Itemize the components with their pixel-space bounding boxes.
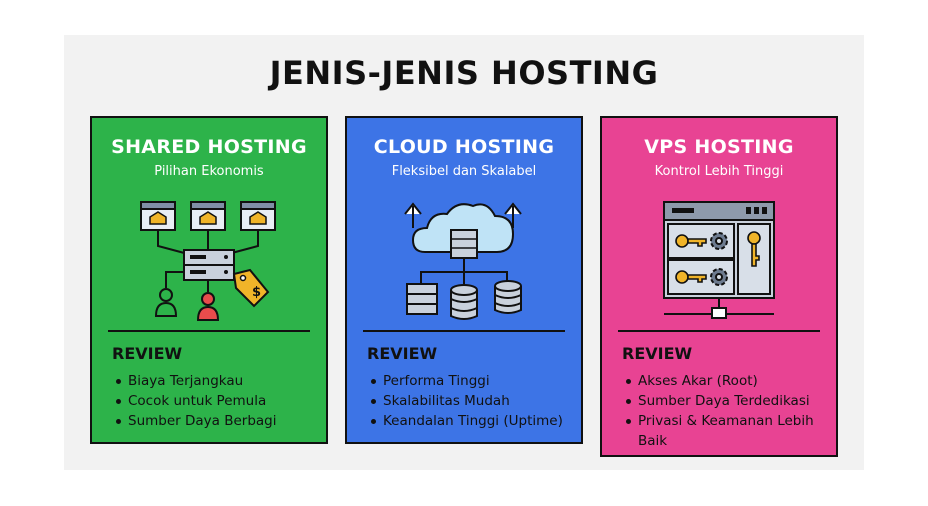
list-item: Skalabilitas Mudah [371, 391, 571, 411]
list-item: Akses Akar (Root) [626, 371, 826, 391]
review-list: Biaya Terjangkau Cocok untuk Pemula Sumb… [116, 371, 316, 431]
svg-text:$: $ [252, 285, 261, 300]
card-title: CLOUD HOSTING [373, 136, 555, 158]
list-item: Cocok untuk Pemula [116, 391, 316, 411]
list-item: Performa Tinggi [371, 371, 571, 391]
card-title: VPS HOSTING [644, 136, 794, 158]
review-list: Akses Akar (Root) Sumber Daya Terdedikas… [626, 371, 826, 451]
list-item: Keandalan Tinggi (Uptime) [371, 411, 571, 431]
card-subtitle: Kontrol Lebih Tinggi [654, 164, 784, 179]
vps-server-keys-icon [663, 201, 775, 319]
divider [363, 330, 565, 332]
list-item: Biaya Terjangkau [116, 371, 316, 391]
card-title: SHARED HOSTING [111, 136, 307, 158]
divider [618, 330, 820, 332]
list-item: Privasi & Keamanan Lebih Baik [626, 411, 826, 451]
review-heading: REVIEW [112, 344, 183, 363]
card-cloud-hosting: CLOUD HOSTING Fleksibel dan Skalabel [345, 116, 583, 444]
card-subtitle: Fleksibel dan Skalabel [391, 164, 537, 179]
card-subtitle: Pilihan Ekonomis [154, 164, 264, 179]
page-title: JENIS-JENIS HOSTING [269, 54, 659, 92]
list-item: Sumber Daya Berbagi [116, 411, 316, 431]
cloud-server-icon [404, 202, 522, 320]
list-item: Sumber Daya Terdedikasi [626, 391, 826, 411]
review-heading: REVIEW [622, 344, 693, 363]
shared-server-users-icon: $ [140, 201, 276, 321]
review-list: Performa Tinggi Skalabilitas Mudah Keand… [371, 371, 571, 431]
card-shared-hosting: SHARED HOSTING Pilihan Ekonomis [90, 116, 328, 444]
review-heading: REVIEW [367, 344, 438, 363]
card-vps-hosting: VPS HOSTING Kontrol Lebih Tinggi [600, 116, 838, 457]
divider [108, 330, 310, 332]
